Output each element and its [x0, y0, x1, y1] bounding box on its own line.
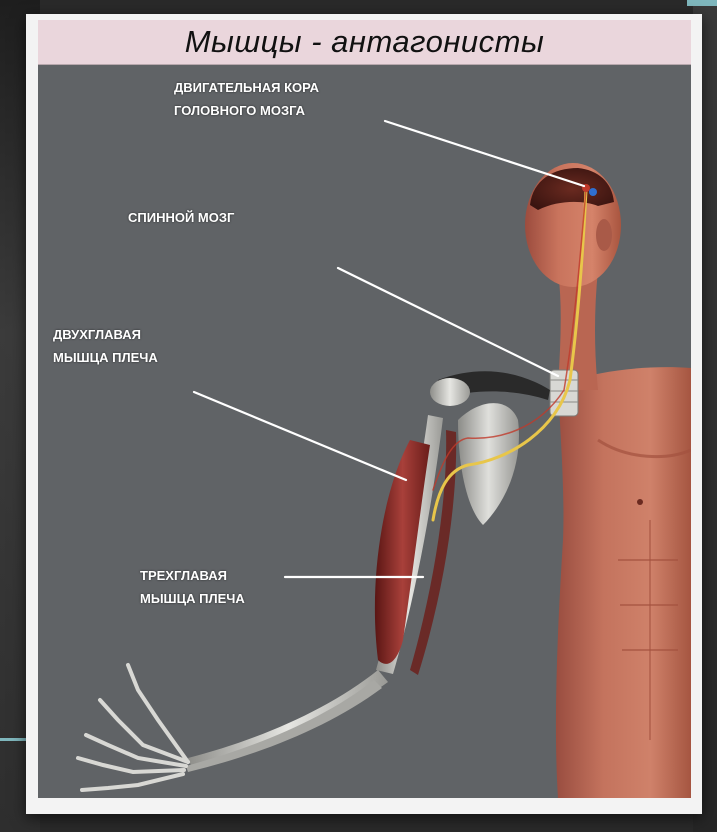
- hand-skeleton: [78, 665, 188, 790]
- label-biceps: ДВУХГЛАВАЯ МЫШЦА ПЛЕЧА: [53, 323, 158, 369]
- spinal-column: [550, 370, 578, 416]
- label-spinal-cord: СПИННОЙ МОЗГ: [128, 206, 234, 229]
- label-biceps-line2: МЫШЦА ПЛЕЧА: [53, 346, 158, 369]
- anatomy-illustration: [38, 20, 691, 798]
- label-triceps-line1: ТРЕХГЛАВАЯ: [140, 564, 245, 587]
- forearm-bones: [186, 670, 388, 772]
- label-motor-cortex-line1: ДВИГАТЕЛЬНАЯ КОРА: [174, 76, 319, 99]
- label-motor-cortex-line2: ГОЛОВНОГО МОЗГА: [174, 99, 319, 122]
- decorative-teal-corner: [687, 0, 717, 6]
- label-biceps-line1: ДВУХГЛАВАЯ: [53, 323, 158, 346]
- label-spinal-cord-line1: СПИННОЙ МОЗГ: [128, 206, 234, 229]
- pointer-spinal-cord: [338, 268, 558, 376]
- pointer-biceps: [194, 392, 406, 480]
- upper-arm: [375, 415, 456, 675]
- label-motor-cortex: ДВИГАТЕЛЬНАЯ КОРА ГОЛОВНОГО МОЗГА: [174, 76, 319, 122]
- label-triceps-line2: МЫШЦА ПЛЕЧА: [140, 587, 245, 610]
- pointer-motor-cortex: [385, 121, 584, 186]
- human-body: [525, 163, 691, 798]
- illustration-panel: Мышцы - антагонисты: [38, 20, 691, 798]
- label-triceps: ТРЕХГЛАВАЯ МЫШЦА ПЛЕЧА: [140, 564, 245, 610]
